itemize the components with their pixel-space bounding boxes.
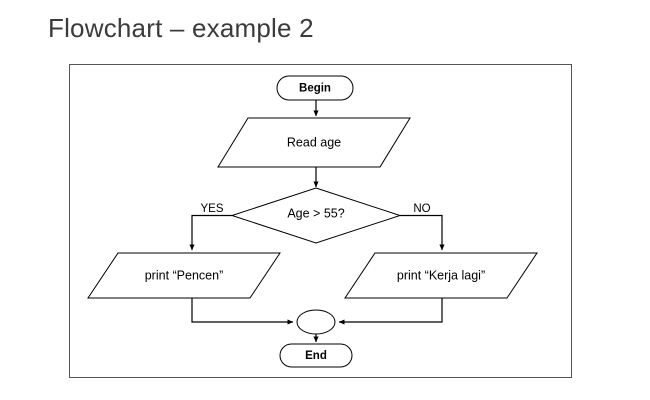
node-print-pencen[interactable]: print “Pencen” — [87, 252, 281, 299]
edge-kerja-to-merge — [338, 298, 443, 325]
edge-decision-yes — [189, 214, 232, 251]
edge-label-no: NO — [413, 203, 430, 215]
node-print-pencen-label: print “Pencen” — [145, 268, 224, 282]
node-decision-age-label: Age > 55? — [287, 206, 344, 220]
node-read-age-label: Read age — [287, 135, 341, 149]
node-end-label: End — [305, 350, 327, 362]
edge-pencen-to-merge — [191, 298, 294, 325]
node-begin-label: Begin — [299, 83, 331, 95]
node-merge-connector[interactable] — [296, 309, 336, 335]
edge-label-yes: YES — [200, 203, 223, 215]
page-title: Flowchart – example 2 — [48, 13, 314, 43]
edge-decision-no — [400, 214, 445, 251]
node-print-kerja-lagi-label: print “Kerja lagi” — [397, 268, 485, 282]
node-read-age[interactable]: Read age — [217, 117, 411, 168]
node-end[interactable]: End — [279, 343, 353, 368]
node-decision-age[interactable]: Age > 55? — [230, 187, 402, 244]
node-begin[interactable]: Begin — [276, 75, 354, 101]
node-print-kerja-lagi[interactable]: print “Kerja lagi” — [344, 252, 538, 299]
